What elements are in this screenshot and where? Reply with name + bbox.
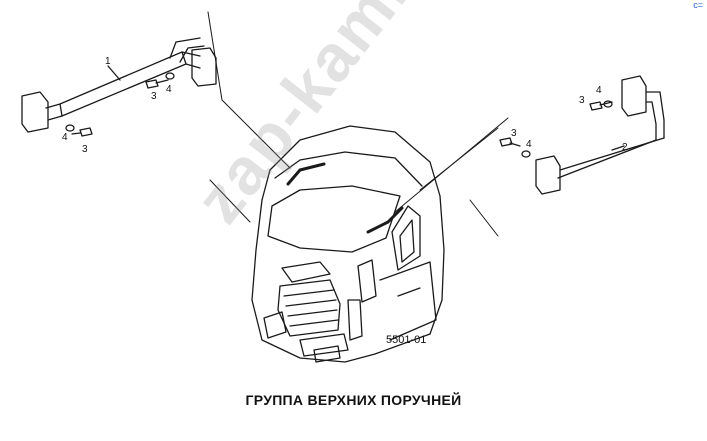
callout-3-right-bottom: 3 <box>511 128 517 139</box>
callout-4-right-bottom: 4 <box>526 139 532 150</box>
diagram-caption: ГРУППА ВЕРХНИХ ПОРУЧНЕЙ <box>245 392 462 408</box>
callout-3-right-top: 3 <box>579 95 585 106</box>
left-fasteners <box>65 72 175 137</box>
right-handrail <box>535 75 665 195</box>
guide-lines <box>207 11 509 237</box>
leader-1 <box>107 65 121 81</box>
right-fasteners <box>499 100 613 158</box>
callout-3-left-top: 3 <box>151 91 157 102</box>
callout-4-left-bottom: 4 <box>62 132 68 143</box>
callout-1: 1 <box>105 56 111 67</box>
callout-4-left-top: 4 <box>166 84 172 95</box>
callout-4-right-top: 4 <box>596 85 602 96</box>
callout-3-left-bottom: 3 <box>82 144 88 155</box>
drawing-code: 5501-01 <box>386 334 426 346</box>
corner-mark: c= <box>693 0 703 10</box>
truck-cab <box>251 125 445 363</box>
callout-2: 2 <box>622 142 628 153</box>
callouts: 1 3 4 4 3 3 4 3 4 2 5501-01 <box>62 56 628 346</box>
leader-2 <box>611 145 625 151</box>
left-handrail <box>21 37 217 133</box>
